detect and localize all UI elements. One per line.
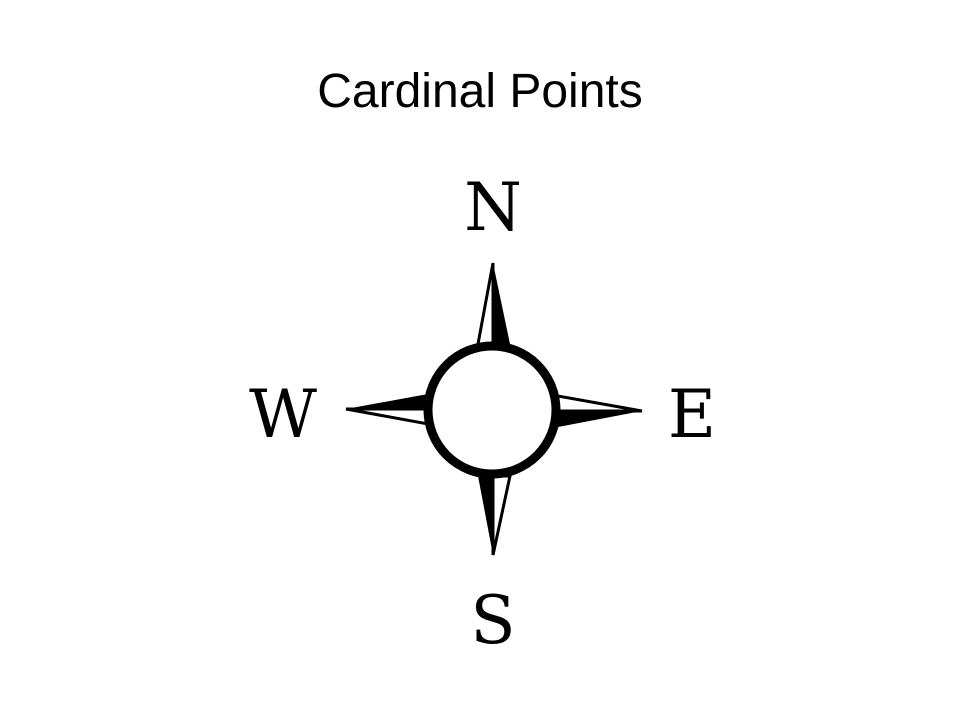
west-point-dark-half: [346, 394, 428, 409]
south-point-light-half: [491, 474, 512, 556]
north-label: N: [464, 169, 522, 246]
west-label: W: [249, 376, 317, 453]
south-label: S: [470, 582, 515, 659]
west-point-light-half: [345, 407, 430, 426]
compass-center-ring: [423, 341, 561, 479]
north-point: [476, 262, 510, 346]
east-point: [556, 394, 643, 427]
east-point-light-half: [556, 394, 643, 413]
west-point: [345, 394, 430, 426]
page-title: Cardinal Points: [317, 65, 643, 118]
east-point-dark-half: [558, 411, 642, 427]
north-point-dark-half: [493, 263, 510, 344]
south-point-dark-half: [478, 476, 493, 555]
south-point: [478, 474, 512, 556]
north-point-light-half: [476, 262, 495, 346]
east-label: E: [668, 376, 716, 453]
